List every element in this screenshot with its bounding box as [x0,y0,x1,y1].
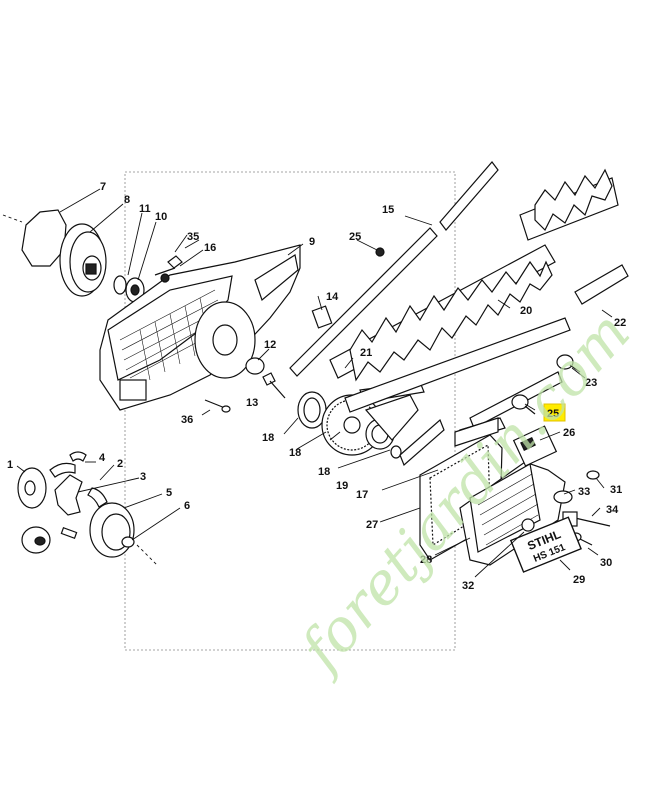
label-21: 20 [520,305,532,317]
label-24: 23 [585,377,597,389]
label-16: 16 [204,242,216,254]
label-22: 21 [360,347,372,359]
label-19: 18 [289,447,301,459]
gear-housing [99,244,301,411]
label-10: 10 [155,211,167,223]
label-31: 30 [600,557,612,569]
label-5: 5 [166,487,172,499]
label-14: 14 [326,291,339,303]
label-35: 34 [606,504,619,516]
label-1: 1 [7,459,13,471]
cover-plates [419,417,611,566]
label-36: 35 [187,231,199,243]
leader-lines [16,188,613,578]
small-fasteners-top [154,247,385,413]
label-17: 17 [356,489,368,501]
label-12: 12 [264,339,276,351]
label-25: 25 [547,408,559,420]
label-29: 28 [420,554,432,566]
label-6: 6 [184,500,190,512]
label-2: 2 [117,458,123,470]
label-8: 8 [124,194,130,206]
label-13: 13 [246,397,258,409]
label-7: 7 [100,181,106,193]
label-28: 27 [366,519,378,531]
cutter-blades [289,161,629,429]
highlight-box [543,403,566,422]
label-23: 22 [614,317,626,329]
label-37: 36 [181,414,193,426]
label-20: 19 [336,480,348,492]
label-18-bottom: 18 [318,466,330,478]
dotted-frame [124,171,456,651]
clutch-shoes-assembly [17,451,159,567]
label-4: 4 [99,452,106,464]
label-33: 32 [462,580,474,592]
label-32: 31 [610,484,622,496]
part-labels: 7 8 11 10 35 16 9 12 14 25 15 21 20 22 2… [7,181,626,592]
label-18-top: 18 [262,432,274,444]
label-11: 11 [139,203,151,215]
label-27: 26 [563,427,575,439]
label-9: 9 [309,236,315,248]
label-30: 29 [573,574,585,586]
label-34: 33 [578,486,590,498]
label-15: 15 [382,204,394,216]
label-3: 3 [140,471,146,483]
clutch-drum-assembly [2,209,145,303]
label-26: 25 [349,231,361,243]
